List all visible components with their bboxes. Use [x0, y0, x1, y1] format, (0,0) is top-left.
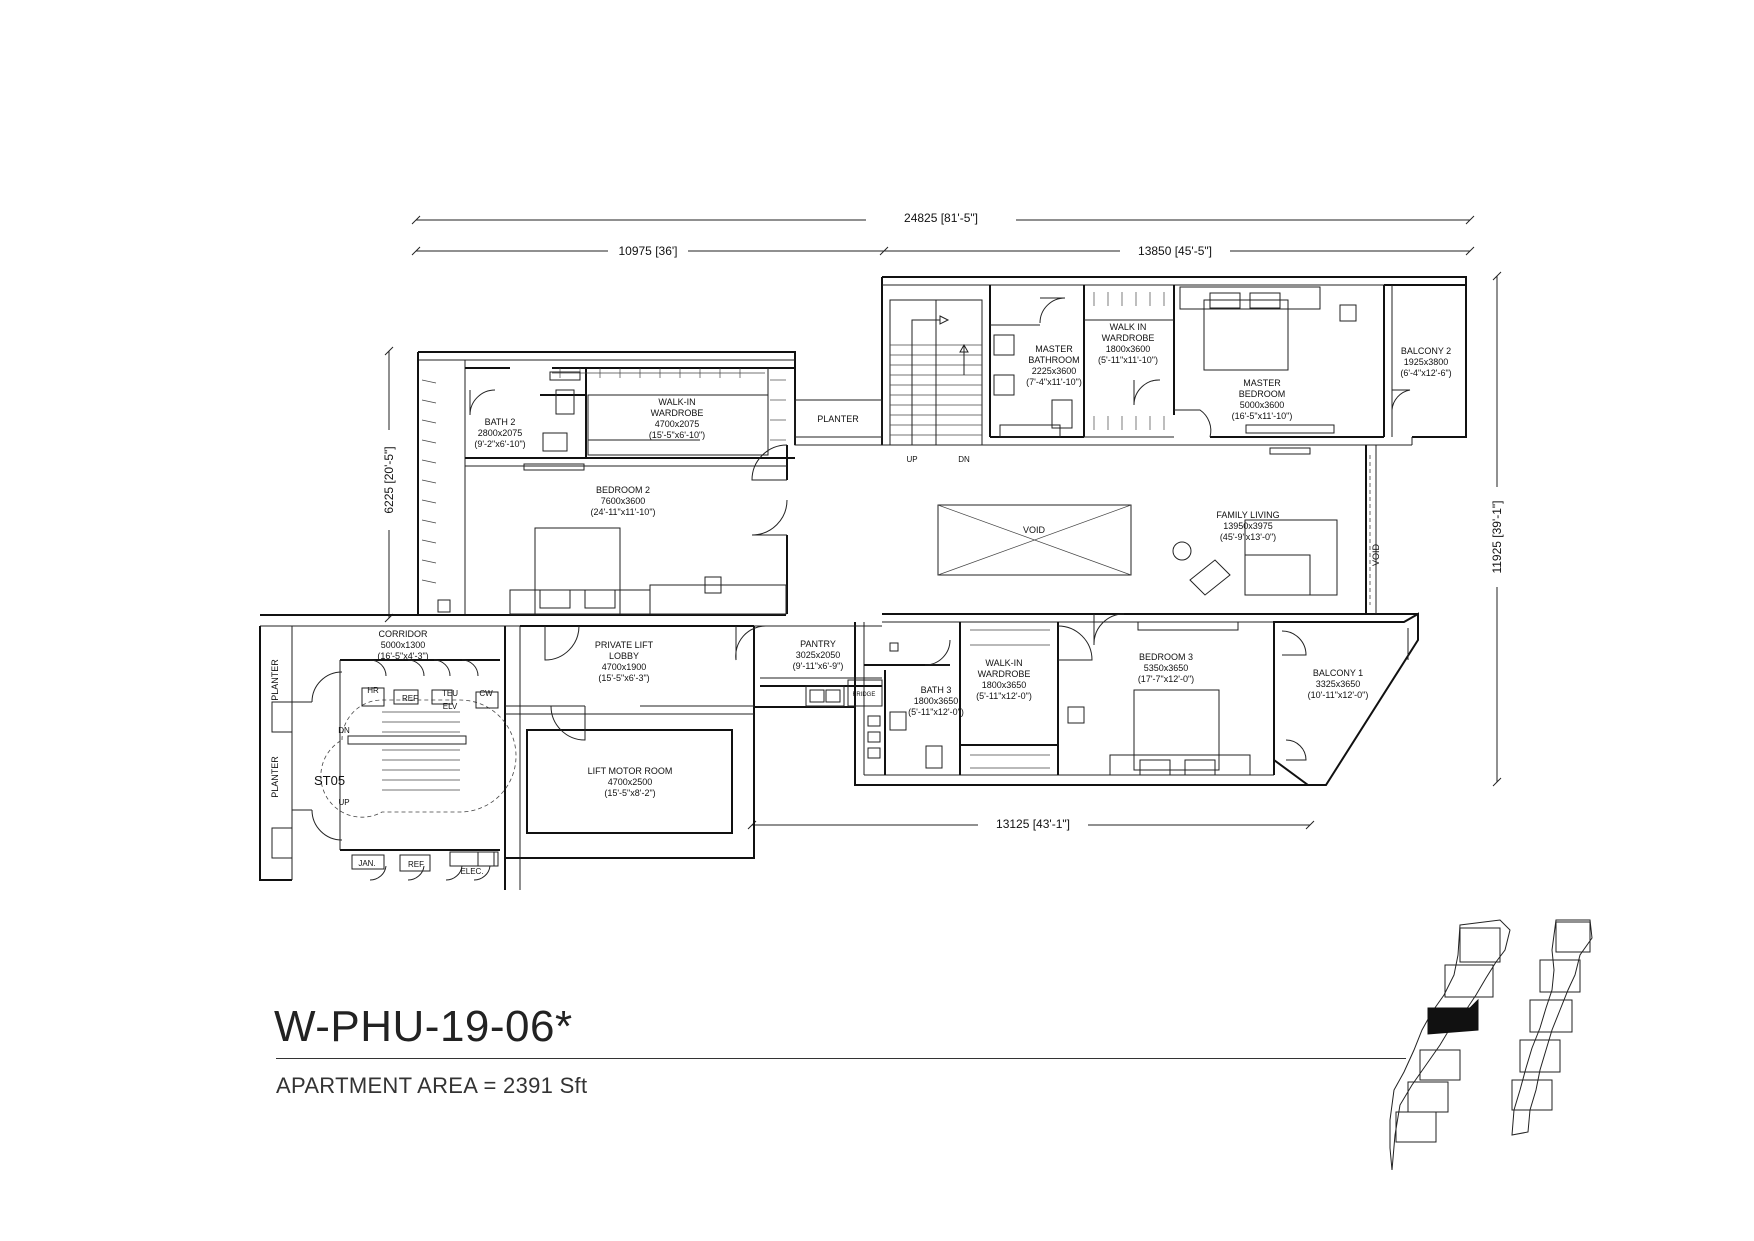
- dimension-lines: [384, 215, 1502, 830]
- room-imperial-corridor: (16'-5"x4'-3"): [377, 651, 428, 661]
- room-size-lift-motor: 4700x2500: [608, 777, 653, 787]
- planter-side-2-label: PLANTER: [270, 756, 280, 798]
- room-name2-master-bath: BATHROOM: [1028, 355, 1079, 365]
- stair-down-label: DN: [958, 455, 970, 464]
- room-name2-walkin-master: WARDROBE: [1102, 333, 1155, 343]
- room-size-master-bath: 2225x3600: [1032, 366, 1077, 376]
- room-size-bath2: 2800x2075: [478, 428, 523, 438]
- room-labels: BATH 2 2800x2075 (9'-2"x6'-10") WALK-IN …: [377, 322, 1451, 798]
- core-stair: [320, 699, 517, 818]
- room-imperial-lift-motor: (15'-5"x8'-2"): [604, 788, 655, 798]
- hr-label: HR: [367, 686, 379, 695]
- room-name-balcony2: BALCONY 2: [1401, 346, 1451, 356]
- dim-left-height: 6225 [20'-5"]: [382, 446, 396, 513]
- room-name-family: FAMILY LIVING: [1216, 510, 1279, 520]
- area-label: APARTMENT AREA: [276, 1073, 478, 1098]
- key-plan: [1389, 919, 1593, 1171]
- room-name-corridor: CORRIDOR: [379, 629, 428, 639]
- room-imperial-bedroom2: (24'-11"x11'-10"): [590, 507, 655, 517]
- dim-left-width: 10975 [36']: [618, 244, 677, 258]
- room-imperial-walkin-master: (5'-11"x11'-10"): [1098, 355, 1158, 365]
- room-imperial-pantry: (9'-11"x6'-9"): [793, 661, 844, 671]
- planter-top-label: PLANTER: [817, 414, 859, 424]
- area-value: = 2391 Sft: [483, 1073, 588, 1098]
- room-name-lift-lobby: PRIVATE LIFT: [595, 640, 654, 650]
- room-imperial-walkin3: (5'-11"x12'-0"): [976, 691, 1032, 701]
- room-size-lift-lobby: 4700x1900: [602, 662, 647, 672]
- core-id-label: ST05: [314, 773, 345, 788]
- room-imperial-bath2: (9'-2"x6'-10"): [474, 439, 525, 449]
- door-swings: [311, 297, 1411, 881]
- room-name2-lift-lobby: LOBBY: [609, 651, 639, 661]
- dim-lower-width: 13125 [43'-1"]: [996, 817, 1070, 831]
- teu-label: TEU: [442, 689, 458, 698]
- room-size-walkin-master: 1800x3600: [1106, 344, 1151, 354]
- room-imperial-balcony1: (10'-11"x12'-0"): [1308, 690, 1369, 700]
- jan-label: JAN.: [358, 859, 375, 868]
- room-name-pantry: PANTRY: [800, 639, 836, 649]
- room-imperial-walkin1: (15'-5"x6'-10"): [649, 430, 705, 440]
- room-size-bath3: 1800x3650: [914, 696, 959, 706]
- room-imperial-master-bath: (7'-4"x11'-10"): [1026, 377, 1082, 387]
- unit-code: W-PHU-19-06*: [274, 1002, 573, 1051]
- room-size-bedroom2: 7600x3600: [601, 496, 646, 506]
- ref-label-2: REF: [408, 860, 424, 869]
- ref-label-1: REF: [402, 694, 418, 703]
- room-name-bedroom2: BEDROOM 2: [596, 485, 650, 495]
- outer-walls: [259, 276, 1467, 890]
- dim-overall-width: 24825 [81'-5"]: [904, 211, 978, 225]
- room-imperial-master-bed: (16'-5"x11'-10"): [1232, 411, 1293, 421]
- room-imperial-bath3: (5'-11"x12'-0"): [908, 707, 964, 717]
- elec-label: ELEC.: [460, 867, 483, 876]
- furniture: [351, 286, 1371, 872]
- room-size-bedroom3: 5350x3650: [1144, 663, 1189, 673]
- void-side-label: VOID: [1371, 544, 1381, 567]
- room-name-bedroom3: BEDROOM 3: [1139, 652, 1193, 662]
- elv-label: ELV: [443, 702, 458, 711]
- room-size-pantry: 3025x2050: [796, 650, 841, 660]
- room-imperial-lift-lobby: (15'-5"x6'-3"): [598, 673, 649, 683]
- stair-up-label: UP: [906, 455, 917, 464]
- room-name-walkin1: WALK-IN: [658, 397, 695, 407]
- room-size-master-bed: 5000x3600: [1240, 400, 1285, 410]
- core-down-label: DN: [338, 726, 350, 735]
- room-size-balcony1: 3325x3650: [1316, 679, 1361, 689]
- room-name-master-bed: MASTER: [1243, 378, 1281, 388]
- room-name-bath3: BATH 3: [921, 685, 952, 695]
- room-imperial-bedroom3: (17'-7"x12'-0"): [1138, 674, 1194, 684]
- stair-treads: [890, 300, 982, 445]
- room-imperial-balcony2: (6'-4"x12'-6"): [1400, 368, 1451, 378]
- room-size-walkin3: 1800x3650: [982, 680, 1027, 690]
- room-name2-walkin3: WARDROBE: [978, 669, 1031, 679]
- dim-right-height: 11925 [39'-1"]: [1490, 500, 1504, 573]
- wardrobe-hatching: [421, 292, 1165, 769]
- room-size-corridor: 5000x1300: [381, 640, 426, 650]
- title-divider: [276, 1058, 1406, 1059]
- cw-label: CW: [479, 689, 493, 698]
- room-size-walkin1: 4700x2075: [655, 419, 700, 429]
- fridge-label: FRIDGE: [853, 692, 876, 698]
- internal-walls: [271, 285, 1385, 859]
- room-name2-walkin1: WARDROBE: [651, 408, 704, 418]
- room-size-family: 13950x3975: [1223, 521, 1273, 531]
- room-size-balcony2: 1925x3800: [1404, 357, 1449, 367]
- apartment-area: APARTMENT AREA = 2391 Sft: [276, 1073, 587, 1099]
- planter-side-1-label: PLANTER: [270, 659, 280, 701]
- room-name-master-bath: MASTER: [1035, 344, 1073, 354]
- room-name-balcony1: BALCONY 1: [1313, 668, 1363, 678]
- room-name-lift-motor: LIFT MOTOR ROOM: [588, 766, 673, 776]
- room-imperial-family: (45'-9"x13'-0"): [1220, 532, 1276, 542]
- room-name-walkin-master: WALK IN: [1110, 322, 1147, 332]
- dim-right-width: 13850 [45'-5"]: [1138, 244, 1212, 258]
- core-up-label: UP: [338, 798, 349, 807]
- room-name2-master-bed: BEDROOM: [1239, 389, 1286, 399]
- room-name-walkin3: WALK-IN: [985, 658, 1022, 668]
- void-center-label: VOID: [1023, 525, 1046, 535]
- room-name-bath2: BATH 2: [485, 417, 516, 427]
